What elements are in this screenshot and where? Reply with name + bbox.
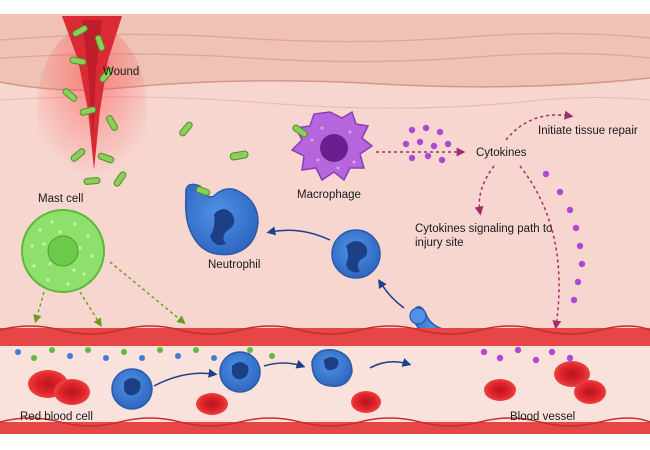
cytokines-signaling-label: Cytokines signaling path to injury site bbox=[415, 223, 553, 249]
red-blood-cells bbox=[28, 361, 606, 415]
neutrophil-tissue bbox=[331, 229, 381, 279]
neutrophil-migration-arrows bbox=[266, 226, 405, 309]
mast-cell bbox=[21, 209, 105, 293]
initiate-repair-label: Initiate tissue repair bbox=[538, 125, 638, 137]
macrophage bbox=[290, 110, 374, 182]
mast-cell-label: Mast cell bbox=[38, 193, 84, 205]
cytokine-dots bbox=[402, 124, 452, 164]
blood-vessel-label: Blood vessel bbox=[510, 411, 576, 423]
neutrophil-label: Neutrophil bbox=[208, 259, 261, 271]
cytokine-signal-arrows bbox=[376, 110, 574, 330]
mast-cell-release-arrows bbox=[33, 261, 186, 327]
cytokine-path-dots bbox=[542, 170, 586, 304]
red-blood-cell-label: Red blood cell bbox=[20, 411, 93, 423]
wound-label: Wound bbox=[103, 66, 140, 78]
neutrophils-in-vessel bbox=[111, 349, 353, 410]
neutrophil-phagocytosing bbox=[184, 183, 259, 256]
vessel-mediator-dots bbox=[15, 346, 574, 364]
macrophage-label: Macrophage bbox=[297, 189, 361, 201]
cytokines-label: Cytokines bbox=[476, 147, 527, 159]
bacteria-cluster bbox=[62, 25, 249, 187]
vessel-flow-arrows bbox=[153, 358, 412, 387]
